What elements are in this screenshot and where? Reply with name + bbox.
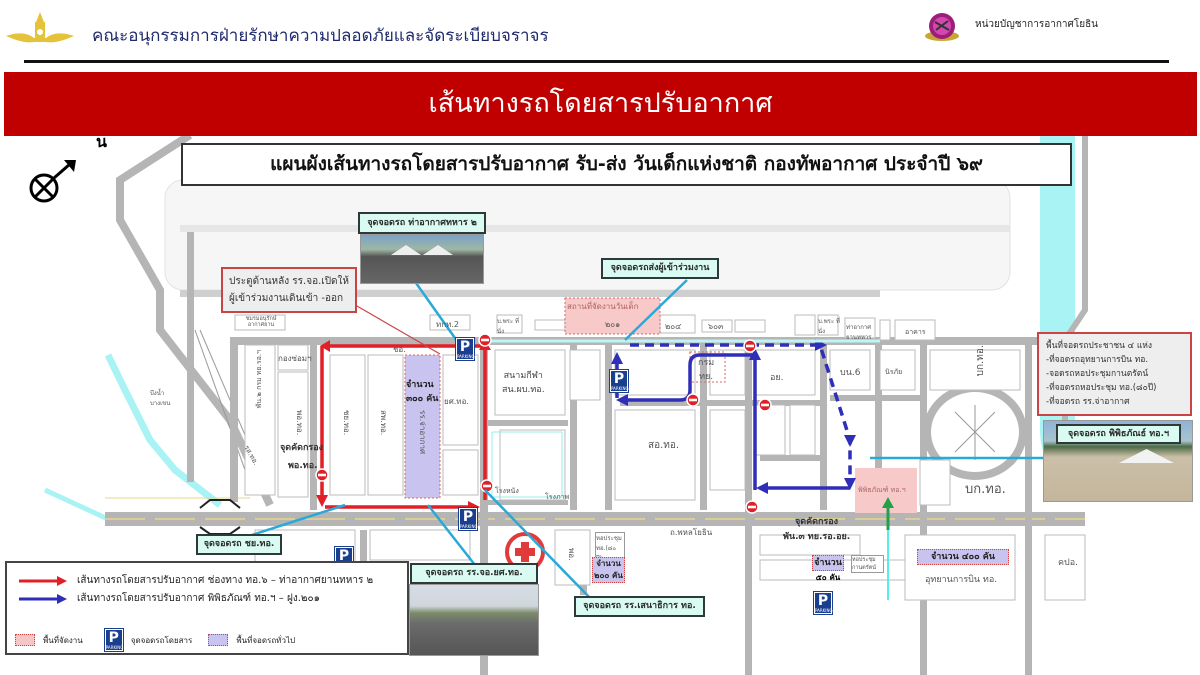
unit-emblem-logo (925, 13, 959, 41)
callout-museum: จุดจอดรถ พิพิธภัณธ์ ทอ.ฯ (1056, 424, 1181, 444)
label-pho: พอ.ทอ. (288, 461, 318, 471)
label-krom-ty: กรม ทย. (698, 358, 715, 382)
no-entry-signs (315, 333, 772, 514)
callout-school-sena: จุดจอดรถ รร.เสนาธิการ ทอ. (574, 596, 705, 617)
label-bk-bottom: บก.ทอ. (965, 482, 1006, 497)
label-kong-som: กองซ่อมฯ (278, 354, 312, 363)
north-arrow-icon (29, 160, 76, 203)
callout-school-jo: จุดจอดรถ รร.จอ.ยศ.ทอ. (410, 563, 538, 584)
map-title: แผนผังเส้นทางรถโดยสารปรับอากาศ รับ-ส่ง ว… (181, 143, 1072, 186)
label-hkh2: ทกท.2 (436, 320, 460, 329)
capacity-aviation-park: จำนวน ๔๐๐ คัน (917, 549, 1009, 565)
label-cho: ชอ. (393, 345, 406, 354)
gate-note: ประตูด้านหลัง รร.จอ.เปิดให้ ผู้เข้าร่วมง… (221, 267, 358, 313)
label-pho-hospital: พอ. (567, 548, 576, 561)
blue-arrow-icon (19, 593, 67, 604)
callout-school-ys: จุดจอดรถ ชย.ทอ. (196, 534, 282, 555)
label-kpo: คปอ. (1058, 558, 1078, 568)
label-kanta-hall: หอประชุม กานตรัตน์ (851, 555, 884, 573)
label-b204: ๒๐๔ (665, 322, 682, 331)
label-aviation-park: อุทยานการบิน ทอ. (925, 575, 998, 585)
label-b201: ๒๐๑ (605, 320, 621, 329)
label-theater2: โรงภาพ (545, 493, 570, 501)
org-title: คณะอนุกรรมการฝ่ายรักษาความปลอดภัยและจัดร… (92, 26, 549, 46)
unit-name: หน่วยบัญชาการอากาศโยธิน (975, 19, 1099, 30)
label-b603: ๖๐๓ (708, 322, 724, 331)
callout-dropoff: จุดจอดรถส่งผู้เข้าร่วมงาน (601, 258, 719, 279)
label-stadium: สนามกีฬา สน.ผบ.ทอ. (502, 371, 545, 395)
label-rrja: รร.จ่าอากาศ (418, 410, 427, 455)
legend-red-route: เส้นทางรถโดยสารปรับอากาศ ช่องทาง ทอ.๖ – … (19, 573, 373, 588)
label-leftwing: พัน.๒ กรม ทย.รอ.ฯ (255, 350, 263, 409)
label-oyo: อย. (770, 373, 784, 383)
label-yorso: ยศ.ทอ. (444, 397, 469, 406)
label-wing3: พัน.๓ ทย.รอ.อย. (783, 532, 851, 542)
label-club: ชมรมอนุรักษ์ อากาศยาน (245, 316, 277, 328)
map-legend: เส้นทางรถโดยสารปรับอากาศ ช่องทาง ทอ.๖ – … (5, 561, 409, 655)
red-arrow-icon (19, 575, 67, 586)
callout-airport-terminal: จุดจอดรถ ท่าอากาศทหาร ๒ (358, 212, 486, 234)
label-building: อาคาร (905, 328, 926, 336)
header-divider (24, 60, 1169, 63)
capacity-sena-lot: จำนวน ๒๐๐ คัน (592, 557, 625, 583)
public-parking-note: พื้นที่จอดรถประชาชน ๔ แห่ง -ที่จอดรถอุทย… (1037, 332, 1192, 416)
general-parking-swatch (208, 634, 229, 646)
label-terminal: ท่าอากาศ ยานทหาร (846, 324, 872, 341)
banner-title: เส้นทางรถโดยสารปรับอากาศ (4, 72, 1197, 136)
legend-blue-route: เส้นทางรถโดยสารปรับอากาศ พิพิธภัณฑ์ ทอ.ฯ… (19, 591, 320, 606)
capacity-kanta-lot: จำนวน ๕๐ คัน (812, 555, 844, 585)
label-theater: โรงหนัง (495, 487, 519, 495)
label-pho-top: พอ.ทอ. (295, 410, 304, 436)
capacity-school-field: จำนวน ๓๐๐ คัน (406, 380, 439, 404)
label-throne-hall-1: บ.พระ ที่นั่ง (497, 318, 519, 335)
label-pickup-mid: จุดคัดกรอง (795, 517, 839, 527)
label-sph: สพ.ทอ. (379, 410, 388, 436)
label-chyo: ชย.ทอ. (342, 410, 351, 436)
label-bk-top: บก.ทอ. (975, 345, 986, 377)
photo-airport-terminal (360, 234, 484, 284)
event-area-swatch (15, 634, 35, 646)
label-lake: บึงน้ำ บางเขน (150, 390, 171, 407)
label-museum-bldg: พิพิธภัณฑ์ ทอ.ฯ (858, 486, 906, 494)
label-bn6: บน.6 (840, 368, 861, 378)
rtaf-emblem-logo (6, 12, 74, 43)
label-road-phahon: ถ.พหลโยธิน (670, 528, 713, 537)
photo-school-jo (409, 584, 539, 656)
north-label: น (96, 132, 107, 151)
label-soto: สอ.ทอ. (648, 440, 680, 451)
label-nirapai: นิรภัย (885, 368, 903, 376)
label-event-area: สถานที่จัดงานวันเด็ก (567, 302, 639, 311)
label-throne-hall-2: บ.พระ ที่นั่ง (818, 318, 840, 335)
label-pickup-left: จุดคัดกรอง (280, 443, 324, 453)
